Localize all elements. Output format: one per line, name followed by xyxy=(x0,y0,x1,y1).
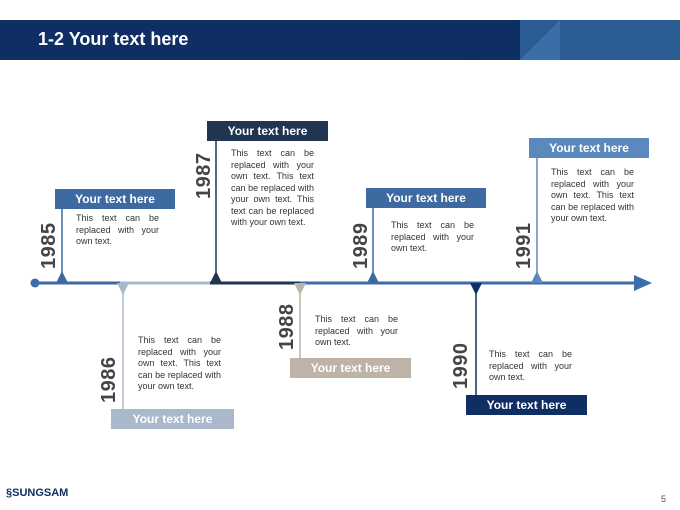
header-wedge xyxy=(470,20,520,60)
marker-1986 xyxy=(117,283,129,295)
event-year-1991: 1991 xyxy=(513,222,535,270)
logo-text: SUNGSAM xyxy=(12,487,69,499)
event-title-1990[interactable]: Your text here xyxy=(466,395,587,415)
event-year-1985: 1985 xyxy=(38,222,60,270)
event-text-1991[interactable]: This text can be replaced with your own … xyxy=(551,167,634,223)
event-title-1989[interactable]: Your text here xyxy=(366,188,486,208)
company-logo: §SUNGSAM xyxy=(6,487,68,499)
logo-mark-icon: § xyxy=(6,487,13,499)
event-title-1987[interactable]: Your text here xyxy=(207,121,328,141)
event-text-1987[interactable]: This text can be replaced with your own … xyxy=(231,148,314,227)
event-text-1985[interactable]: This text can be replaced with your own … xyxy=(76,213,159,246)
event-text-1989[interactable]: This text can be replaced with your own … xyxy=(391,220,474,253)
event-title-1986[interactable]: Your text here xyxy=(111,409,234,429)
timeline-start-dot xyxy=(30,278,40,288)
slide-header: 1-2 Your text here xyxy=(0,20,680,60)
marker-1988 xyxy=(294,283,306,295)
marker-1985 xyxy=(56,271,68,283)
event-year-1990: 1990 xyxy=(450,342,472,390)
marker-1987 xyxy=(210,271,222,283)
header-band xyxy=(0,20,520,60)
event-year-1988: 1988 xyxy=(276,303,298,351)
marker-1989 xyxy=(367,271,379,283)
event-title-1985[interactable]: Your text here xyxy=(55,189,175,209)
event-text-1990[interactable]: This text can be replaced with your own … xyxy=(489,349,572,382)
event-text-1986[interactable]: This text can be replaced with your own … xyxy=(138,335,221,391)
event-year-1987: 1987 xyxy=(193,152,215,200)
marker-1990 xyxy=(470,283,482,295)
event-text-1988[interactable]: This text can be replaced with your own … xyxy=(315,314,398,347)
event-year-1986: 1986 xyxy=(98,356,120,404)
slide-title[interactable]: 1-2 Your text here xyxy=(38,29,189,49)
page-number: 5 xyxy=(661,494,667,504)
header-accent-diagonal xyxy=(520,20,560,60)
timeline-arrow-head xyxy=(634,275,652,291)
marker-1991 xyxy=(531,271,543,283)
event-year-1989: 1989 xyxy=(350,222,372,270)
event-title-1988[interactable]: Your text here xyxy=(290,358,411,378)
event-title-1991[interactable]: Your text here xyxy=(529,138,649,158)
